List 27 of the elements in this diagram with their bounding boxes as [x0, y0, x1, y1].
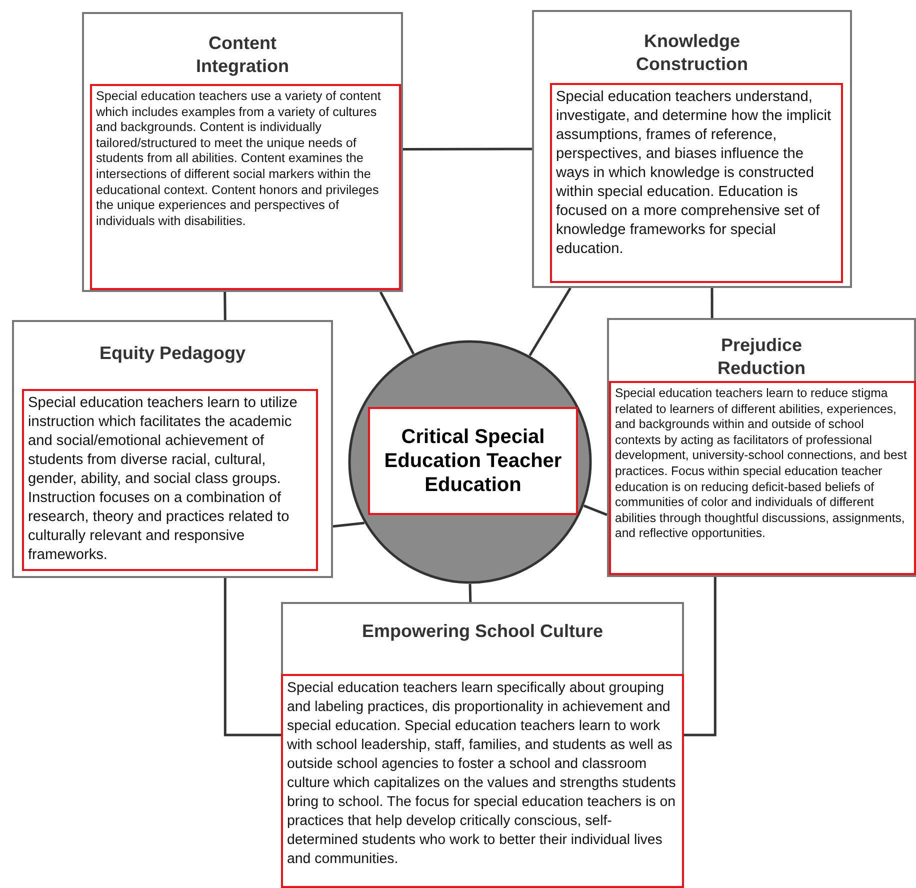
description-text: Special education teachers learn to reduce stigma related to learners of different abilities, experiences, and backgrounds within and outside of school contexts by acting as facilitators of professional development, university-school connections, and best practices. Focus within special education teacher education is on reducing deficit-based beliefs of communities of color and individuals of different abilities through thoughtful discussions, assignments, and reflective opportunities. [609, 381, 916, 575]
concept-box [82, 12, 403, 292]
title-text: Critical Special Education Teacher Education [368, 407, 578, 515]
concept-box [607, 318, 916, 577]
connector-line [403, 148, 532, 150]
connector-line [379, 291, 415, 354]
box-heading: Equity Pedagogy [99, 342, 246, 365]
concept-box [12, 320, 333, 578]
description-text: Special education teachers learn specifically about grouping and labeling practices, dis proportionality in achievement and special education. Special education teachers learn to work with school leadership, staff, families, and students as well as outside school agencies to foster a school and classroom culture which capitalizes on the values and strengths students bring to school. The focus for special education teachers is on practices that help develop critically conscious, self-determined students who work to better their individual lives and communities. [281, 674, 684, 888]
connector-line [528, 287, 572, 356]
description-text: Special education teachers use a variety of content which includes examples from a variety of cultures and backgrounds. Content is individually tailored/structured to meet the unique needs of students from all abilities. Content examines the intersections of different social markers within the educational context. Content honors and privileges the unique experiences and perspectives of individuals with disabilities. [90, 84, 401, 290]
box-heading: Knowledge Construction [635, 30, 749, 76]
box-heading: Content Integration [195, 32, 290, 78]
description-text: Special education teachers understand, investigate, and determine how the implicit assumptions, frames of reference, perspectives, and biases influence the ways in which knowledge is constructed within special education. Education is focused on a more comprehensive set of knowledge frameworks for special education. [550, 83, 843, 283]
concept-box [532, 10, 852, 288]
connector-line [710, 288, 714, 318]
box-heading: Prejudice Reduction [716, 334, 806, 380]
connector-line [332, 522, 364, 528]
connector-line [224, 292, 226, 320]
connector-line [224, 578, 281, 736]
connector-line [684, 577, 716, 736]
concept-box [281, 602, 684, 888]
connector-line [583, 504, 608, 516]
connector-line [468, 584, 472, 602]
description-text: Special education teachers learn to utilize instruction which facilitates the academic and social/emotional achievement of students from diverse racial, cultural, gender, ability, and social class groups. Instruction focuses on a combination of research, theory and practices related to culturally relevant and responsive frameworks. [22, 389, 318, 571]
box-heading: Empowering School Culture [362, 620, 603, 643]
center-circle [348, 340, 592, 584]
